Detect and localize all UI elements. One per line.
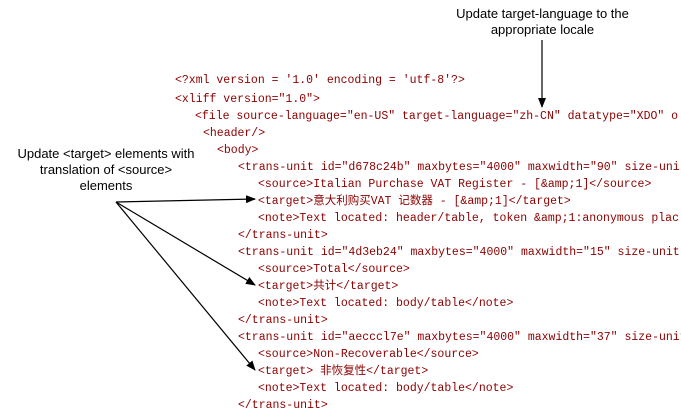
code-xml-declaration: <?xml version = '1.0' encoding = 'utf-8'… bbox=[175, 74, 465, 87]
arrow-to-target-2 bbox=[115, 201, 256, 286]
code-source: <source>Non-Recoverable</source> bbox=[258, 348, 479, 361]
code-trans-unit-open: <trans-unit id="d678c24b" maxbytes="4000… bbox=[238, 161, 680, 174]
code-file-open: <file source-language="en-US" target-lan… bbox=[195, 110, 679, 123]
code-target: <target>意大利购买VAT 记数器 - [&amp;1]</target> bbox=[258, 195, 571, 208]
code-source: <source>Total</source> bbox=[258, 263, 410, 276]
callout-line: appropriate locale bbox=[490, 22, 595, 37]
code-target: <target>共计</target> bbox=[258, 280, 399, 293]
code-body-open: <body> bbox=[217, 144, 259, 157]
code-note: <note>Text located: body/table</note> bbox=[258, 297, 514, 310]
code-source: <source>Italian Purchase VAT Register - … bbox=[258, 178, 652, 191]
code-trans-unit-close: </trans-unit> bbox=[238, 229, 328, 242]
code-note: <note>Text located: body/table</note> bbox=[258, 382, 514, 395]
code-trans-unit-open: <trans-unit id="4d3eb24" maxbytes="4000"… bbox=[238, 246, 680, 259]
arrow-to-target-3 bbox=[115, 201, 256, 371]
arrow-to-target-1 bbox=[115, 195, 256, 204]
code-trans-unit-open: <trans-unit id="aecccl7e" maxbytes="4000… bbox=[238, 331, 681, 344]
code-target: <target> 非恢复性</target> bbox=[258, 365, 429, 378]
callout-line: Update target-language to the bbox=[456, 6, 629, 21]
callout-line: translation of <source> bbox=[39, 162, 173, 177]
code-trans-unit-close: </trans-unit> bbox=[238, 314, 328, 327]
code-note: <note>Text located: header/table, token … bbox=[258, 212, 679, 225]
callout-line: Update <target> elements with bbox=[17, 146, 195, 161]
code-trans-unit-close: </trans-unit> bbox=[238, 399, 328, 412]
callout-line: elements bbox=[79, 178, 133, 193]
target-language-callout: Update target-language to the appropriat… bbox=[440, 6, 645, 38]
code-xliff-open: <xliff version="1.0"> bbox=[175, 93, 320, 106]
target-elements-callout: Update <target> elements with translatio… bbox=[0, 146, 212, 194]
code-header: <header/> bbox=[203, 127, 266, 140]
